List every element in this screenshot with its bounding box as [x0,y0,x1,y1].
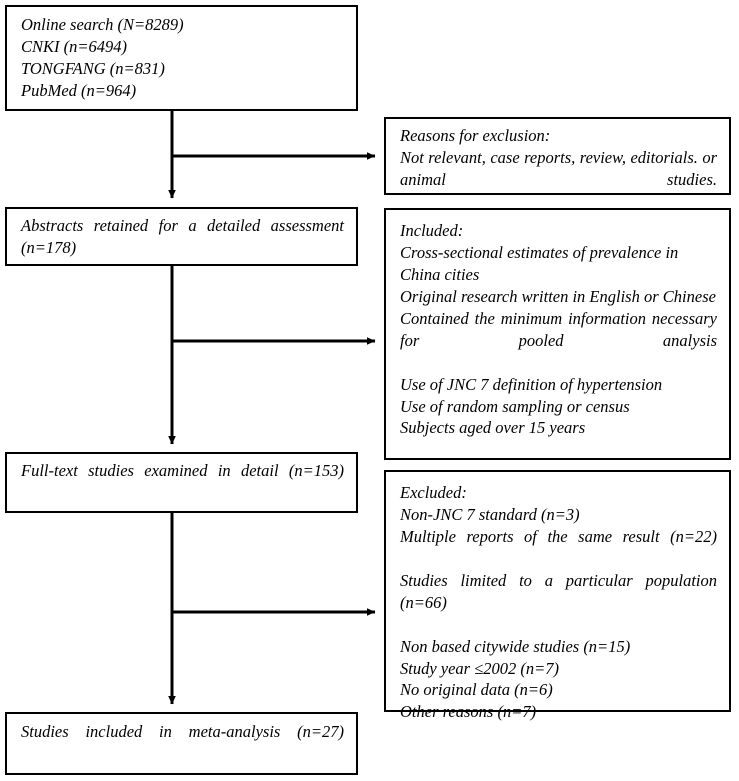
excluded-reason-limited-population: Studies limited to a particular populati… [400,570,717,612]
excluded-reason-multiple-reports: Multiple reports of the same result (n=2… [400,526,717,546]
box-online-search: Online search (N=8289) CNKI (n=6494) TON… [5,5,358,111]
studies-included-body: Studies included in meta-analysis (n=27) [21,722,344,741]
box-studies-included-meta-analysis: Studies included in meta-analysis (n=27) [5,712,358,775]
excluded-reason-non-jnc7: Non-JNC 7 standard (n=3) [400,504,580,524]
abstracts-body: Abstracts retained for a detailed assess… [21,216,344,257]
included-criterion-original-research: Original research written in English or … [400,286,716,306]
reasons-exclusion-body: Not relevant, case reports, review, edit… [400,147,717,189]
box-included-criteria: Included: Cross-sectional estimates of p… [384,208,731,460]
online-search-line-total: Online search (N=8289) [21,15,184,34]
included-criterion-random-sampling: Use of random sampling or census [400,396,630,416]
reasons-exclusion-heading: Reasons for exclusion: [400,126,551,145]
excluded-reason-study-year: Study year ≤2002 (n=7) [400,658,560,678]
included-criterion-cross-sectional: Cross-sectional estimates of prevalence … [400,242,679,284]
excluded-reason-no-original-data: No original data (n=6) [400,680,553,700]
box-excluded-reasons: Excluded: Non-JNC 7 standard (n=3) Multi… [384,470,731,721]
box-abstracts-retained: Abstracts retained for a detailed assess… [5,207,358,266]
included-criterion-jnc7: Use of JNC 7 definition of hypertension [400,374,663,394]
excluded-reason-other: Other reasons (n=7) [400,702,537,722]
excluded-reason-non-citywide: Non based citywide studies (n=15) [400,636,631,656]
online-search-line-pubmed: PubMed (n=964) [21,80,137,100]
online-search-line-tongfang: TONGFANG (n=831) [21,58,165,78]
fulltext-body: Full-text studies examined in detail (n=… [21,461,344,480]
included-criterion-age: Subjects aged over 15 years [400,418,586,438]
included-heading: Included: [400,221,464,240]
included-criterion-minimum-information: Contained the minimum information necess… [400,308,717,350]
box-fulltext-studies: Full-text studies examined in detail (n=… [5,452,358,513]
excluded-heading: Excluded: [400,483,467,502]
box-reasons-for-exclusion: Reasons for exclusion: Not relevant, cas… [384,117,731,195]
online-search-line-cnki: CNKI (n=6494) [21,36,128,56]
